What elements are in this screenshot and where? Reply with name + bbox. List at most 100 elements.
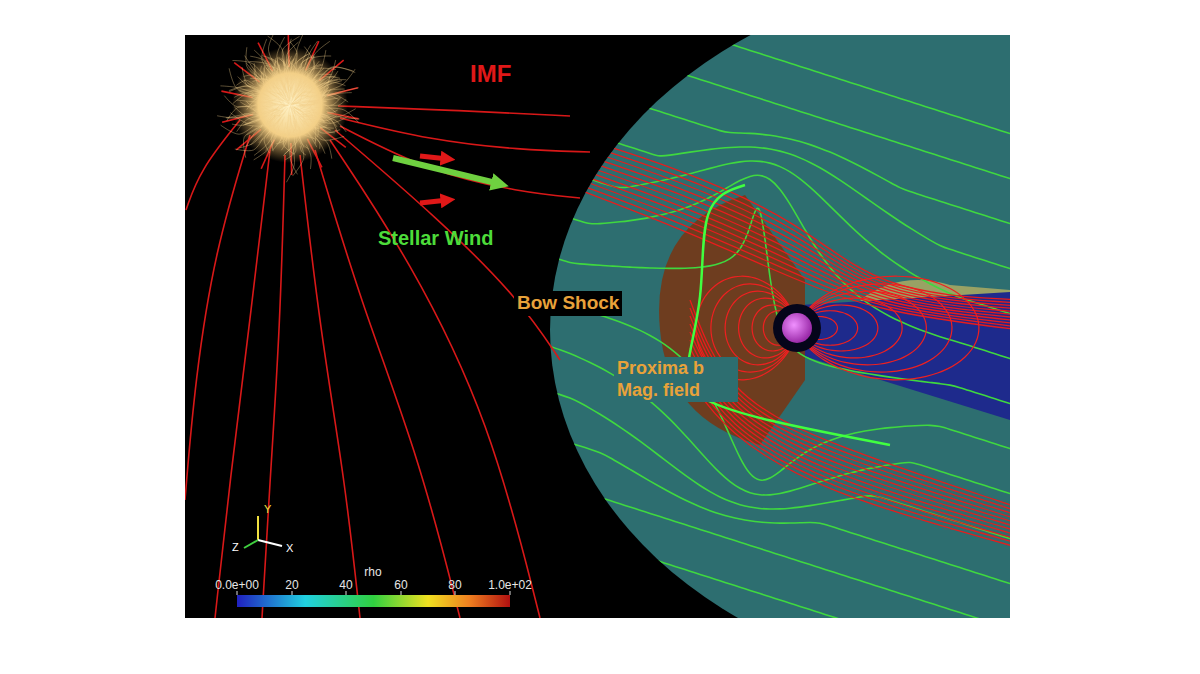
colorbar-value: 1.0e+02	[488, 578, 532, 592]
field-line	[185, 135, 250, 500]
planet-field-line	[798, 276, 979, 380]
coronal-strand	[259, 118, 280, 142]
coronal-strand	[243, 117, 265, 125]
coronal-strand	[298, 118, 316, 141]
coronal-strand	[306, 79, 316, 87]
coronal-strand	[251, 97, 278, 104]
colorbar-ramp	[237, 595, 510, 607]
wind-arrow	[393, 158, 500, 184]
coronal-strand	[309, 50, 326, 83]
coronal-strand	[316, 113, 330, 119]
coronal-strand	[264, 111, 284, 127]
streamline	[530, 385, 1010, 545]
coronal-strand	[292, 71, 293, 80]
coronal-strand	[288, 107, 290, 140]
coronal-strand	[301, 113, 316, 143]
streamline	[530, 565, 1010, 618]
coronal-strand	[268, 35, 275, 65]
field-line	[548, 138, 1010, 306]
wind-label: Stellar Wind	[378, 226, 493, 250]
field-label: IMF	[470, 60, 511, 89]
simulation-domain	[550, 35, 1010, 618]
coronal-strand	[301, 89, 331, 105]
coronal-strand	[239, 134, 262, 148]
coronal-strand	[279, 133, 282, 143]
coronal-strand	[285, 142, 296, 160]
field-line	[262, 155, 285, 618]
coronal-strand	[291, 67, 301, 92]
coronal-strand	[221, 125, 254, 134]
coronal-strand	[320, 80, 346, 88]
field-line	[335, 130, 560, 360]
axis-line	[244, 540, 258, 548]
coronal-strand	[318, 82, 346, 89]
field-line	[340, 126, 580, 198]
streamline	[530, 175, 1010, 365]
colorbar-value: 20	[285, 578, 298, 592]
planet	[782, 313, 812, 343]
coronal-strand	[244, 79, 251, 87]
axis-triad	[244, 516, 282, 548]
coronal-strand	[293, 140, 304, 176]
coronal-strand	[295, 35, 302, 63]
coronal-strand	[245, 111, 279, 124]
streamline	[530, 35, 1010, 140]
coronal-strand	[319, 98, 340, 101]
coronal-strand	[288, 39, 291, 64]
coronal-strand	[227, 115, 248, 119]
planet-field-line	[798, 284, 952, 372]
field-line	[690, 332, 1010, 524]
coronal-strand	[328, 88, 358, 95]
coronal-strand	[283, 127, 295, 156]
coronal-strand	[306, 111, 313, 118]
coronal-strand	[229, 68, 254, 93]
coronal-strand	[229, 86, 262, 93]
coronal-strand	[305, 56, 331, 73]
axis-label: X	[286, 542, 293, 555]
coronal-strand	[220, 86, 253, 93]
coronal-strand	[271, 120, 282, 143]
field-line	[186, 120, 240, 210]
coronal-strand	[278, 113, 285, 140]
coronal-strand	[254, 69, 270, 93]
coronal-strand	[299, 126, 308, 132]
coronal-strand	[305, 117, 334, 129]
coronal-strand	[224, 96, 249, 107]
coronal-strand	[282, 117, 285, 127]
field-line	[340, 118, 590, 152]
coronal-strand	[266, 68, 276, 82]
colorbar-value: 0.0e+00	[215, 578, 259, 592]
coronal-strand	[318, 109, 355, 118]
streamline	[530, 610, 1010, 618]
coronal-strand	[265, 110, 280, 127]
coronal-strand	[285, 75, 290, 94]
coronal-strand	[232, 121, 253, 125]
coronal-strand	[299, 103, 314, 109]
coronal-strand	[300, 106, 317, 120]
coronal-strand	[306, 41, 318, 64]
coronal-strand	[242, 67, 258, 88]
coronal-strand	[286, 42, 298, 69]
colorbar-value: 80	[448, 578, 461, 592]
colorbar-value: 60	[394, 578, 407, 592]
coronal-strand	[300, 45, 311, 72]
coronal-strand	[246, 47, 259, 78]
coronal-strand	[309, 92, 326, 102]
streamline	[530, 520, 1010, 618]
field-line	[690, 380, 1010, 548]
domain-content	[530, 35, 1010, 618]
field-line	[215, 150, 270, 618]
coronal-strand	[308, 132, 317, 147]
coronal-strand	[281, 131, 287, 151]
coronal-strand	[294, 107, 315, 128]
shock-label: Bow Shock	[514, 291, 622, 316]
imf-arrow	[420, 156, 448, 159]
colorbar-value: 40	[339, 578, 352, 592]
axis-label: Y	[264, 503, 271, 516]
axis-line	[257, 516, 259, 540]
coronal-strand	[304, 47, 314, 79]
coronal-strand	[247, 98, 270, 110]
axis-label: Z	[232, 541, 239, 554]
coronal-strand	[288, 58, 294, 77]
